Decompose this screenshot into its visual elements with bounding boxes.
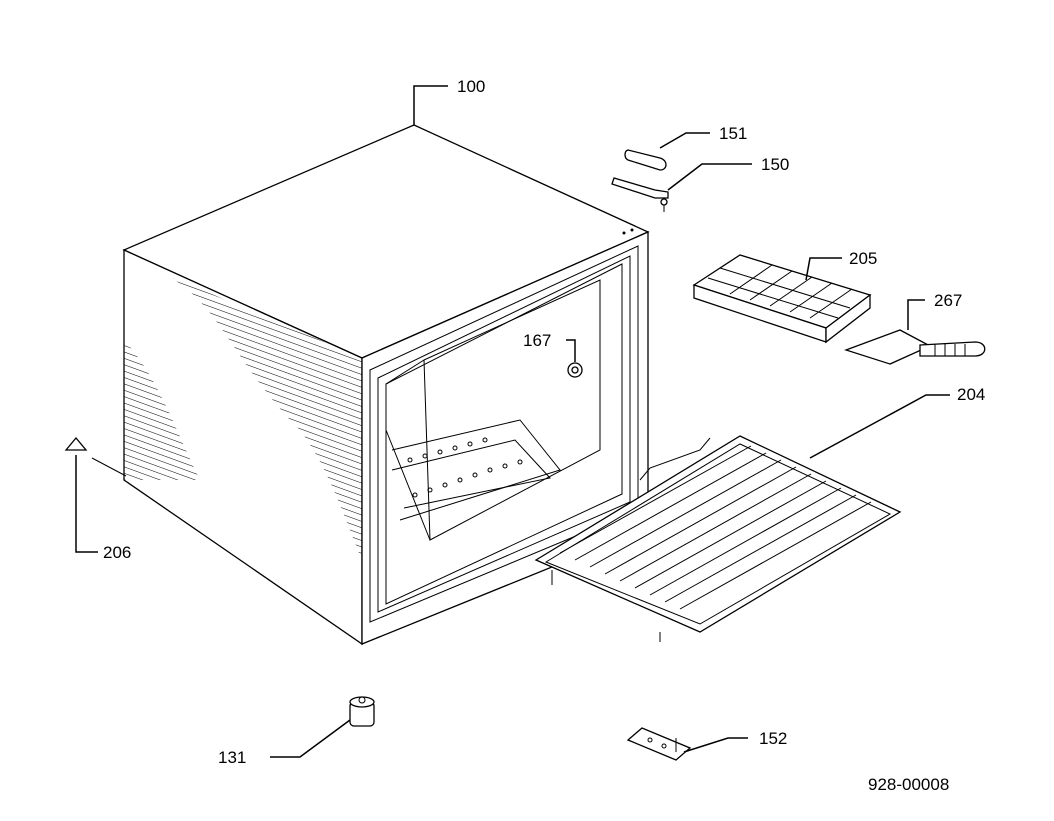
callout-204: 204	[957, 385, 985, 404]
callout-205: 205	[849, 249, 877, 268]
latch-150	[611, 177, 669, 212]
ice-tray-205	[692, 254, 872, 344]
handle-151	[624, 149, 667, 171]
scraper-267	[844, 329, 986, 365]
evaporator-dots	[407, 437, 523, 498]
pin-206	[64, 436, 127, 477]
callout-100: 100	[457, 77, 485, 96]
foot-131	[349, 696, 375, 727]
callout-206: 206	[103, 543, 131, 562]
callout-131: 131	[218, 748, 246, 767]
cabinet-100	[122, 124, 650, 646]
drawing-number: 928-00008	[868, 775, 949, 794]
knob-167	[567, 362, 583, 378]
callout-267: 267	[934, 291, 962, 310]
callout-150: 150	[761, 155, 789, 174]
hinge-152	[626, 727, 692, 761]
leader-lines	[75, 85, 950, 758]
callout-152: 152	[759, 729, 787, 748]
callout-151: 151	[719, 124, 747, 143]
wire-shelf-204	[534, 435, 902, 642]
callout-167: 167	[523, 331, 551, 350]
